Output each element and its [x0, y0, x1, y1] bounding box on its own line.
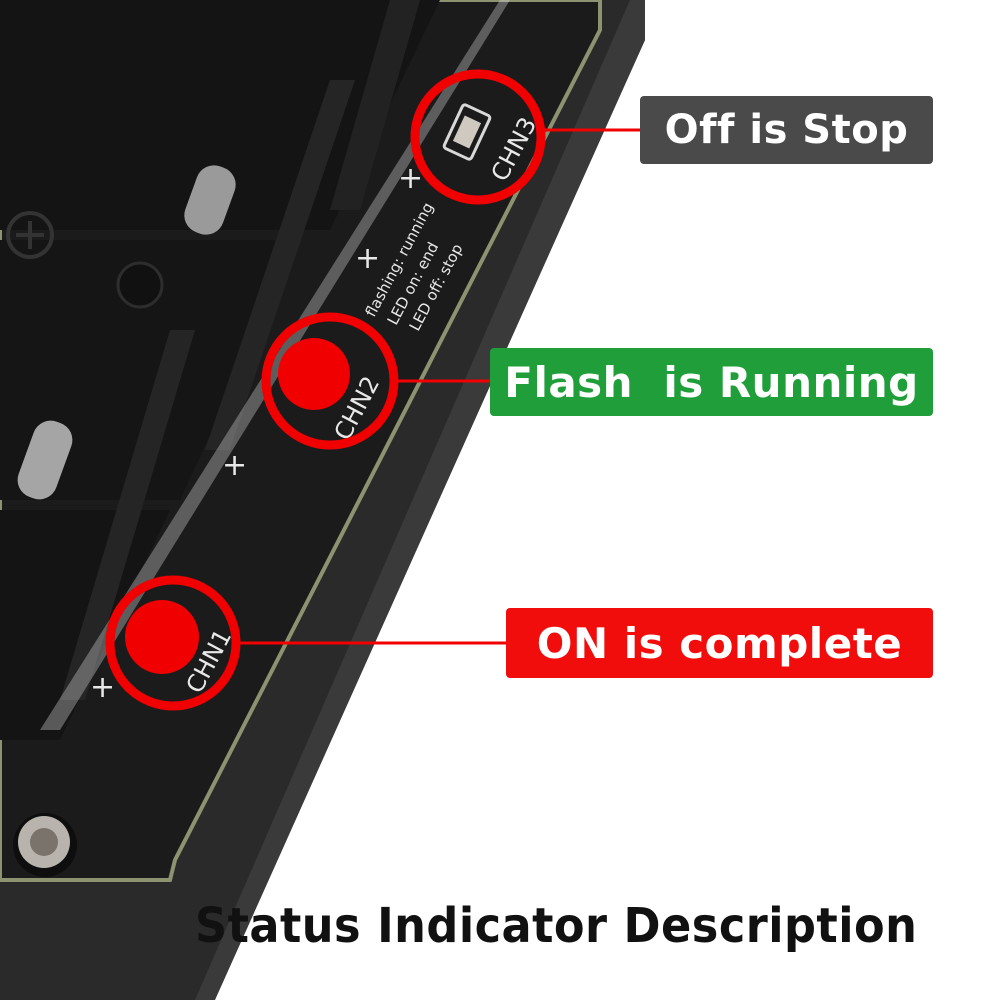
svg-text:+: + [90, 670, 115, 705]
ring-chn3 [410, 69, 546, 205]
caption-title: Status Indicator Description [195, 898, 918, 954]
svg-text:+: + [355, 241, 380, 276]
status-label-on-text: ON is complete [536, 618, 903, 668]
led-chn3 [442, 103, 492, 161]
status-label-flash: Flash is Running [490, 348, 933, 416]
led-chn2-lit [278, 338, 350, 410]
svg-text:+: + [222, 448, 247, 483]
mounting-screw [13, 813, 77, 877]
status-label-flash-text: Flash is Running [504, 357, 919, 407]
led-chn1-lit [125, 600, 199, 674]
callout-lines [236, 128, 642, 645]
status-label-off: Off is Stop [640, 96, 933, 164]
status-label-on: ON is complete [506, 608, 933, 678]
status-label-off-text: Off is Stop [664, 107, 909, 153]
polarity-marks: + + + + [90, 161, 423, 705]
battery-holders [0, 0, 440, 740]
